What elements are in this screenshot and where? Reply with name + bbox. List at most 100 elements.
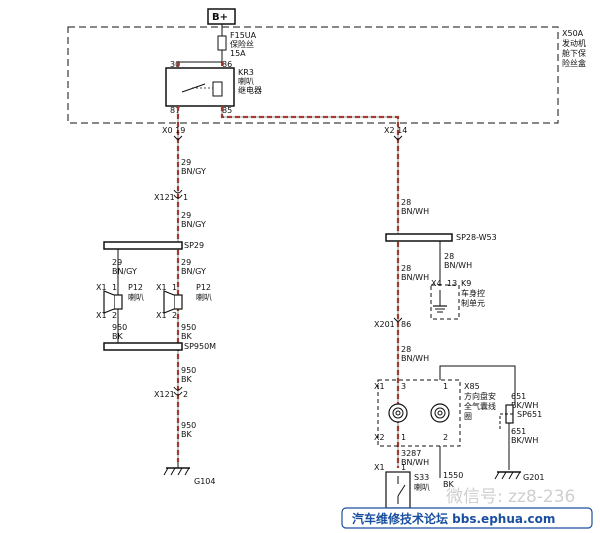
- horn-b-name: 喇叭: [196, 292, 212, 302]
- left-conn-x121b: X121: [154, 390, 175, 399]
- ground-g201-icon: [494, 471, 521, 480]
- left-wire3a-num: 29: [112, 258, 122, 267]
- right-wire2b-num: 28: [401, 264, 411, 273]
- splice-sp950m: [103, 342, 183, 351]
- left-wire4b-color: BK: [181, 332, 192, 341]
- horn-a-pin2: 2: [112, 311, 117, 320]
- clockspring-coil-right-icon: [430, 403, 450, 423]
- bcm-conn: X4: [431, 279, 442, 288]
- right-wire2a-color: BN/WH: [444, 261, 472, 270]
- coil-name-3: 圈: [464, 412, 472, 421]
- right-conn-x201-pin: 86: [401, 320, 411, 329]
- coil-conn2: X2: [374, 433, 385, 442]
- splice-sp29-label: SP29: [184, 241, 204, 250]
- horn-b-conn1: X1: [156, 283, 167, 292]
- left-wire3a-color: BN/GY: [112, 267, 137, 276]
- splice-sp28-w53: [385, 233, 453, 242]
- clockspring-coil-left-icon: [388, 403, 408, 423]
- horn-a-conn2: X1: [96, 311, 107, 320]
- right-wire5-num: 1550: [443, 471, 463, 480]
- right-wire7-num: 651: [511, 427, 526, 436]
- horn-switch-s33-icon: [385, 471, 411, 509]
- horn-a-id: P12: [128, 283, 143, 292]
- fuse-box-name-2: 舱下保: [562, 48, 586, 58]
- relay-name-2: 继电器: [238, 85, 262, 95]
- left-conn-x121b-pin: 2: [183, 390, 188, 399]
- battery-label: B+: [212, 12, 228, 23]
- bcm-k9-box: [430, 284, 460, 320]
- relay-coil: [212, 81, 223, 97]
- left-wire3b-num: 29: [181, 258, 191, 267]
- fuse-id: F15UA: [230, 31, 257, 40]
- right-conn-x2: X2 14: [384, 126, 407, 135]
- ground-g104-label: G104: [194, 477, 215, 486]
- right-wire2b-color: BN/WH: [401, 273, 429, 282]
- left-wire2-color: BN/GY: [181, 220, 206, 229]
- horn-a-conn1: X1: [96, 283, 107, 292]
- left-wire4a-color: BK: [112, 332, 123, 341]
- footer-banner: [341, 507, 593, 529]
- right-wire1-color: BN/WH: [401, 207, 429, 216]
- relay-id: KR3: [238, 68, 254, 77]
- left-wire4b-num: 950: [181, 323, 196, 332]
- bcm-id: K9: [461, 279, 471, 288]
- switch-id: S33: [414, 473, 429, 482]
- left-conn-x121: X121: [154, 193, 175, 202]
- coil-name-1: 方向盘安: [464, 391, 496, 401]
- left-conn-x121-pin: 1: [183, 193, 188, 202]
- right-conn-x201: X201: [374, 320, 395, 329]
- splice-sp651-label: SP651: [517, 410, 542, 419]
- bcm-pin: 13: [447, 279, 457, 288]
- ground-g201-label: G201: [523, 473, 544, 482]
- switch-conn: X1: [374, 463, 385, 472]
- right-wire6-color: BK/WH: [511, 401, 538, 410]
- relay-pin-30: 30: [170, 60, 180, 69]
- fuse-rating: 15A: [230, 49, 246, 58]
- relay-pin-87: 87: [170, 106, 180, 115]
- right-wire3-num: 28: [401, 345, 411, 354]
- horn-b-pin1: 1: [172, 283, 177, 292]
- fuse-name: 保险丝: [230, 39, 254, 49]
- horn-b-icon: [163, 290, 183, 314]
- coil-pin3: 3: [401, 382, 406, 391]
- left-wire6-num: 950: [181, 421, 196, 430]
- fuse-symbol: [217, 35, 227, 51]
- right-wire4-color: BN/WH: [401, 458, 429, 467]
- relay-name-1: 喇叭: [238, 76, 254, 86]
- ground-g104-icon: [163, 467, 190, 476]
- coil-pin2b: 2: [443, 433, 448, 442]
- splice-sp28-w53-label: SP28-W53: [456, 233, 497, 242]
- right-wire4-num: 3287: [401, 449, 421, 458]
- switch-name: 喇叭: [414, 482, 430, 492]
- right-wire1-num: 28: [401, 198, 411, 207]
- fuse-box-name-1: 发动机: [562, 38, 586, 48]
- right-circuit-path: [220, 106, 400, 468]
- left-wire5-num: 950: [181, 366, 196, 375]
- bcm-ground-icon: [433, 290, 447, 313]
- right-wire3-color: BN/WH: [401, 354, 429, 363]
- left-wire1-num: 29: [181, 158, 191, 167]
- left-wire5-color: BK: [181, 375, 192, 384]
- fuse-box-name-3: 险丝盒: [562, 58, 586, 68]
- clockspring-x85-box: [377, 379, 461, 447]
- splice-sp29: [103, 241, 183, 250]
- left-wire6-color: BK: [181, 430, 192, 439]
- right-wire5-color: BK: [443, 480, 454, 489]
- coil-pin1: 1: [443, 382, 448, 391]
- bcm-name-1: 车身控: [461, 288, 485, 298]
- footer-text: 汽车维修技术论坛 bbs.ephua.com: [352, 511, 555, 526]
- horn-a-pin1: 1: [112, 283, 117, 292]
- left-wire1-color: BN/GY: [181, 167, 206, 176]
- bcm-name-2: 制单元: [461, 298, 485, 308]
- right-wire7-color: BK/WH: [511, 436, 538, 445]
- horn-b-pin2: 2: [172, 311, 177, 320]
- switch-pin: 1: [401, 463, 406, 472]
- relay-box: [165, 67, 235, 107]
- fuse-box-id: X50A: [562, 29, 584, 38]
- right-wire6-num: 651: [511, 392, 526, 401]
- right-wire2a-num: 28: [444, 252, 454, 261]
- horn-b-conn2: X1: [156, 311, 167, 320]
- horn-a-name: 喇叭: [128, 292, 144, 302]
- coil-id: X85: [464, 382, 480, 391]
